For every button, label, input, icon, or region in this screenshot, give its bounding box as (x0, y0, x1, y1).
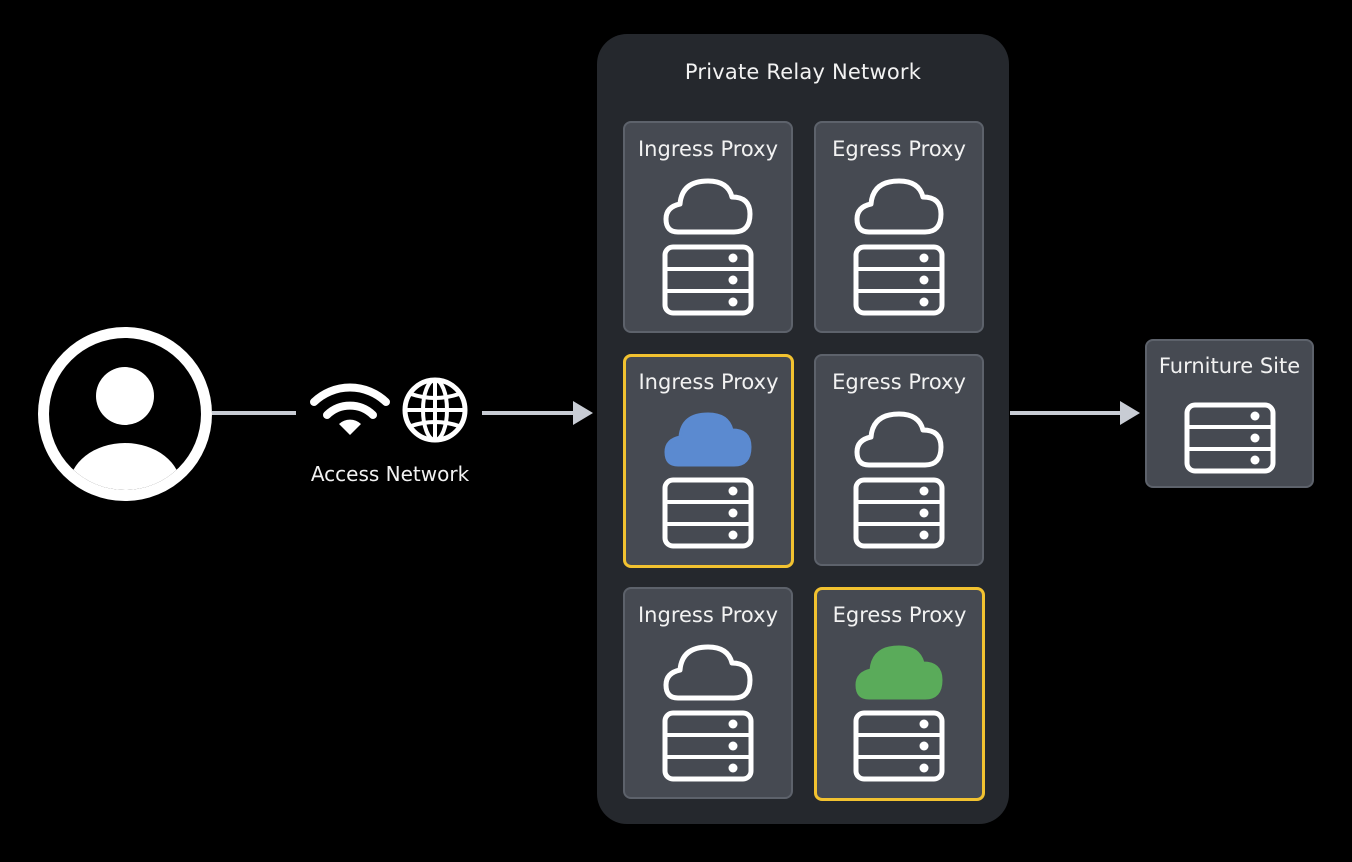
ingress-proxy-2-selected: Ingress Proxy (623, 354, 794, 568)
furniture-site-label: Furniture Site (1158, 354, 1301, 378)
ingress-proxy-3: Ingress Proxy (623, 587, 793, 799)
proxy-label: Egress Proxy (832, 137, 966, 161)
proxy-label: Ingress Proxy (638, 370, 779, 394)
cloud-outline-icon (663, 644, 753, 701)
ingress-proxy-1: Ingress Proxy (623, 121, 793, 333)
wifi-icon (310, 383, 390, 435)
user-avatar-icon (38, 327, 212, 501)
egress-proxy-1: Egress Proxy (814, 121, 984, 333)
server-icon (853, 710, 945, 782)
server-icon (853, 244, 945, 316)
proxy-label: Ingress Proxy (637, 603, 778, 627)
furniture-site: Furniture Site (1145, 339, 1314, 488)
egress-proxy-2: Egress Proxy (814, 354, 984, 566)
cloud-filled-blue-icon (664, 412, 752, 467)
access-to-relay-arrowhead (573, 401, 593, 425)
cloud-filled-green-icon (855, 645, 943, 700)
proxy-label: Ingress Proxy (637, 137, 778, 161)
proxy-label: Egress Proxy (832, 603, 967, 627)
relay-to-site-arrowhead (1120, 401, 1140, 425)
globe-icon (402, 377, 468, 443)
cloud-outline-icon (663, 178, 753, 235)
server-icon (662, 710, 754, 782)
server-icon (662, 244, 754, 316)
server-icon (853, 477, 945, 549)
egress-proxy-3-selected: Egress Proxy (814, 587, 985, 801)
server-icon (1184, 402, 1276, 474)
server-icon (662, 477, 754, 549)
cloud-outline-icon (854, 411, 944, 468)
network-title: Private Relay Network (684, 60, 922, 84)
cloud-outline-icon (854, 178, 944, 235)
proxy-label: Egress Proxy (832, 370, 966, 394)
access-network-label: Access Network (310, 462, 470, 486)
